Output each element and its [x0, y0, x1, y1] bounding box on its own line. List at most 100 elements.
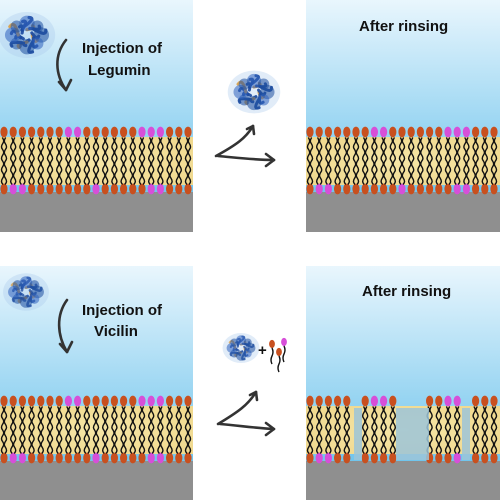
panel-top-left: Injection of Legumin — [0, 0, 193, 232]
lipid-tail — [28, 406, 32, 454]
lipid-head-orange — [352, 183, 360, 195]
lipid-tail — [472, 137, 476, 185]
protein-domain — [19, 276, 33, 289]
lipid-tail — [92, 137, 97, 185]
after-rinsing-label-bottom: After rinsing — [362, 283, 451, 300]
lipid-head-orange — [46, 395, 54, 407]
lipid-head-orange — [370, 183, 378, 195]
lipid-head-orange — [110, 395, 118, 407]
lipid-tail — [31, 137, 35, 185]
lipid-tail — [490, 137, 495, 185]
lipid-tail — [120, 406, 124, 454]
lipid-tail — [86, 406, 90, 454]
lipid-tail — [102, 137, 106, 185]
substrate — [306, 192, 500, 232]
lipid-tail — [306, 137, 311, 185]
right-arrow-head — [264, 152, 276, 168]
lipid-head-orange — [120, 126, 128, 138]
lipid-head-orange — [37, 183, 45, 195]
lipid-tail — [328, 406, 332, 454]
lipid-tail — [454, 137, 458, 185]
lipid-head-orange — [389, 452, 397, 464]
released-vicilin-protein — [222, 332, 260, 364]
lipid-head-magenta — [380, 126, 388, 138]
lipid-tail — [447, 406, 452, 454]
lipid-head-magenta — [453, 395, 461, 407]
panel-top-right: After rinsing — [306, 0, 500, 232]
lipid-head-orange — [0, 395, 8, 407]
lipid-tail — [380, 137, 384, 185]
lipid-tail — [58, 137, 63, 185]
lipid-head-orange — [101, 126, 109, 138]
diverging-arrow-head — [245, 124, 256, 136]
lipid-head-magenta — [147, 452, 155, 464]
lipid-tail — [160, 137, 164, 185]
lipid-head-orange — [28, 183, 36, 195]
lipid-tail — [49, 137, 54, 185]
lipid-tail — [309, 137, 314, 185]
protein-domain — [10, 20, 23, 33]
membrane-hole — [354, 408, 362, 460]
lipid-head-orange — [481, 452, 489, 464]
lipid-head-magenta — [18, 452, 26, 464]
lipid-tail — [435, 406, 440, 454]
diverging-arrow-head — [248, 390, 259, 402]
injection-label-line1-top: Injection of — [82, 40, 163, 57]
lipid-head-orange — [129, 126, 137, 138]
lipid-tail — [352, 137, 357, 185]
lipid-tail — [74, 137, 78, 185]
lipid-tail — [83, 406, 88, 454]
injection-label-line2-bottom: Vicilin — [94, 323, 138, 340]
lipid-tail — [148, 406, 152, 454]
lipid-tail — [65, 406, 69, 454]
lipid-tail — [456, 406, 461, 454]
lipid-head-orange — [166, 452, 174, 464]
released-lipid-head — [281, 337, 287, 347]
lipid-head-orange — [166, 395, 174, 407]
lipid-head-orange — [92, 126, 100, 138]
lipid-tail — [0, 137, 5, 185]
lipid-tail — [46, 406, 51, 454]
lipid-tail — [3, 137, 8, 185]
lipid-head-orange — [0, 452, 8, 464]
lipid-head-orange — [361, 452, 369, 464]
lipid-head-orange — [175, 183, 183, 195]
lipid-tail — [355, 137, 360, 185]
lipid-head-orange — [110, 452, 118, 464]
lipid-tail — [484, 406, 488, 454]
lipid-head-orange — [407, 183, 415, 195]
lipid-head-magenta — [444, 395, 452, 407]
lipid-tail — [86, 137, 90, 185]
lipid-head-orange — [435, 183, 443, 195]
lipid-head-orange — [472, 395, 480, 407]
right-arrow-head — [264, 421, 276, 437]
lipid-head-magenta — [156, 183, 164, 195]
lipid-head-orange — [306, 395, 314, 407]
lipid-tail — [111, 406, 115, 454]
lipid-tail — [10, 406, 14, 454]
lipid-head-orange — [343, 126, 351, 138]
lipid-tail — [362, 137, 366, 185]
lipid-tail — [420, 137, 424, 185]
protein-domain — [235, 335, 247, 346]
lipid-head-orange — [55, 126, 63, 138]
lipid-head-orange — [334, 395, 342, 407]
lipid-tail — [157, 137, 161, 185]
lipid-tail — [12, 406, 17, 454]
lipid-tail — [132, 406, 136, 454]
lipid-tail — [408, 137, 412, 185]
lipid-head-orange — [138, 183, 146, 195]
lipid-tail — [318, 406, 323, 454]
after-rinsing-label-top: After rinsing — [359, 18, 448, 35]
lipid-head-orange — [426, 395, 434, 407]
lipid-head-orange — [184, 183, 192, 195]
lipid-tail — [346, 137, 350, 185]
protein-domain — [230, 338, 239, 347]
lipid-tail — [374, 137, 378, 185]
lipid-head-orange — [28, 452, 36, 464]
lipid-head-orange — [435, 395, 443, 407]
lipid-head-orange — [83, 452, 91, 464]
lipid-head-orange — [28, 395, 36, 407]
right-arrow-icon — [218, 422, 276, 431]
lipid-head-magenta — [156, 395, 164, 407]
